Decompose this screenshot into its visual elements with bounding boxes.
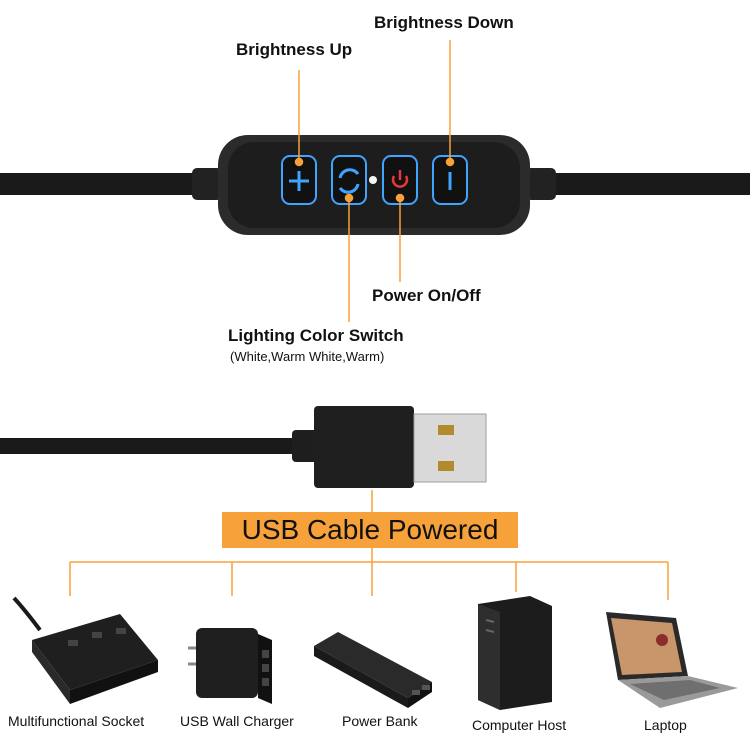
brightness-up-label: Brightness Up [236, 40, 353, 59]
tree-lines [69, 490, 669, 600]
power-strip-icon [12, 596, 158, 704]
cable-strain-right [526, 168, 556, 200]
device-label-power-bank: Power Bank [342, 713, 418, 729]
indicator-led [369, 176, 377, 184]
power-label: Power On/Off [372, 286, 481, 305]
cable-strain-left [192, 168, 222, 200]
computer-tower-icon [478, 596, 552, 710]
usb-contact-bottom [438, 461, 454, 471]
device-label-laptop: Laptop [644, 717, 687, 733]
device-label-computer: Computer Host [472, 717, 567, 733]
usb-powered-banner: USB Cable Powered [222, 512, 518, 548]
brightness-down-label: Brightness Down [374, 13, 514, 32]
brightness-down-button[interactable] [432, 155, 468, 205]
usb-contact-top [438, 425, 454, 435]
device-label-wall-charger: USB Wall Charger [180, 713, 294, 729]
power-bank-icon [314, 632, 432, 708]
color-switch-button[interactable] [331, 155, 367, 205]
power-button[interactable] [382, 155, 418, 205]
cycle-icon [338, 168, 360, 179]
device-label-socket: Multifunctional Socket [8, 713, 145, 729]
laptop-icon [606, 612, 738, 708]
power-icon [391, 175, 409, 188]
usb-cable [0, 438, 300, 454]
banner-text: USB Cable Powered [241, 514, 499, 545]
controller-face [228, 142, 520, 228]
cable-right [540, 173, 750, 195]
usb-metal-connector [413, 413, 487, 483]
usb-plug-body [314, 406, 414, 488]
cable-left [0, 173, 200, 195]
color-switch-label: Lighting Color Switch [228, 326, 404, 345]
color-modes-label: (White,Warm White,Warm) [230, 349, 385, 364]
callout-lines [294, 40, 455, 322]
wall-charger-icon [188, 628, 272, 704]
